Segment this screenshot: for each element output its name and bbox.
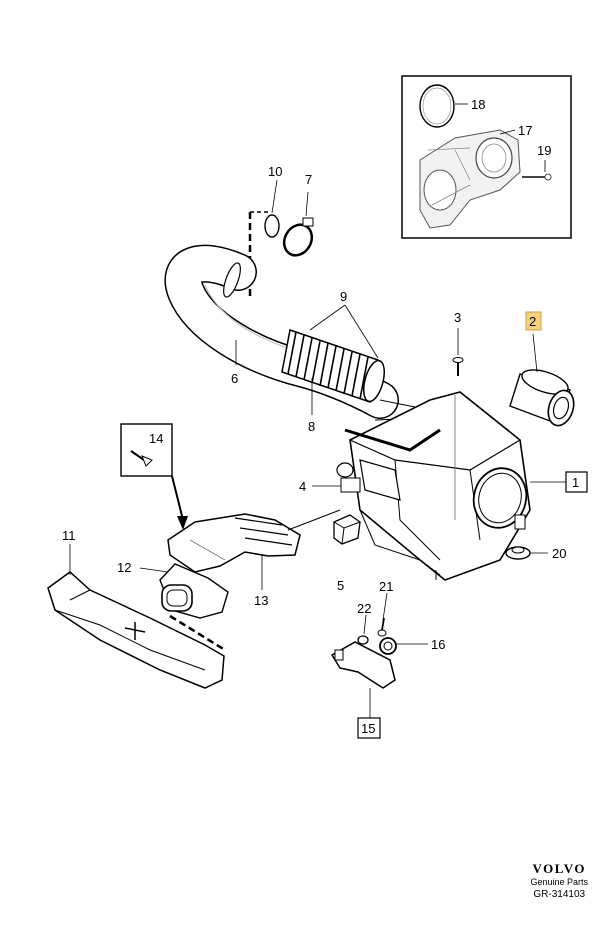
callout-9: 9 [340, 289, 347, 304]
callout-2: 2 [529, 314, 536, 329]
callout-13: 13 [254, 593, 268, 608]
inlet-12 [139, 563, 229, 652]
callout-7: 7 [305, 172, 312, 187]
callout-8: 8 [308, 419, 315, 434]
cover-panel-11 [47, 544, 225, 689]
callout-10: 10 [268, 164, 282, 179]
callout-17: 17 [518, 123, 532, 138]
callout-box-15 [357, 717, 381, 739]
bellows-hose [235, 304, 386, 415]
callout-box-2 [525, 311, 542, 331]
detail-box-14 [120, 423, 188, 530]
diagram-code: GR-314103 [533, 889, 586, 900]
callout-22: 22 [357, 601, 371, 616]
volvo-logo: VOLVO [532, 861, 586, 876]
screw-3 [452, 328, 464, 376]
callout-box-1 [565, 471, 588, 493]
intake-duct [167, 509, 341, 590]
hose-clamp-group [248, 179, 314, 296]
callout-1: 1 [572, 475, 579, 490]
brand-subtitle: Genuine Parts [530, 877, 588, 887]
callout-18: 18 [471, 97, 485, 112]
callout-15: 15 [361, 721, 375, 736]
filter-element [509, 333, 575, 427]
brand-block: VOLVO Genuine Parts GR-314103 [530, 862, 588, 901]
bracket-assembly [330, 592, 428, 718]
callout-16: 16 [431, 637, 445, 652]
callout-5: 5 [337, 578, 344, 593]
air-cleaner-housing [312, 391, 566, 581]
callout-4: 4 [299, 479, 306, 494]
inset-throttle-body [401, 75, 572, 239]
callout-3: 3 [454, 310, 461, 325]
callout-20: 20 [552, 546, 566, 561]
damper-5 [333, 514, 361, 545]
callout-11: 11 [62, 528, 76, 543]
callout-21: 21 [379, 579, 393, 594]
callout-12: 12 [117, 560, 131, 575]
callout-19: 19 [537, 143, 551, 158]
callout-6: 6 [231, 371, 238, 386]
callout-14: 14 [149, 431, 163, 446]
